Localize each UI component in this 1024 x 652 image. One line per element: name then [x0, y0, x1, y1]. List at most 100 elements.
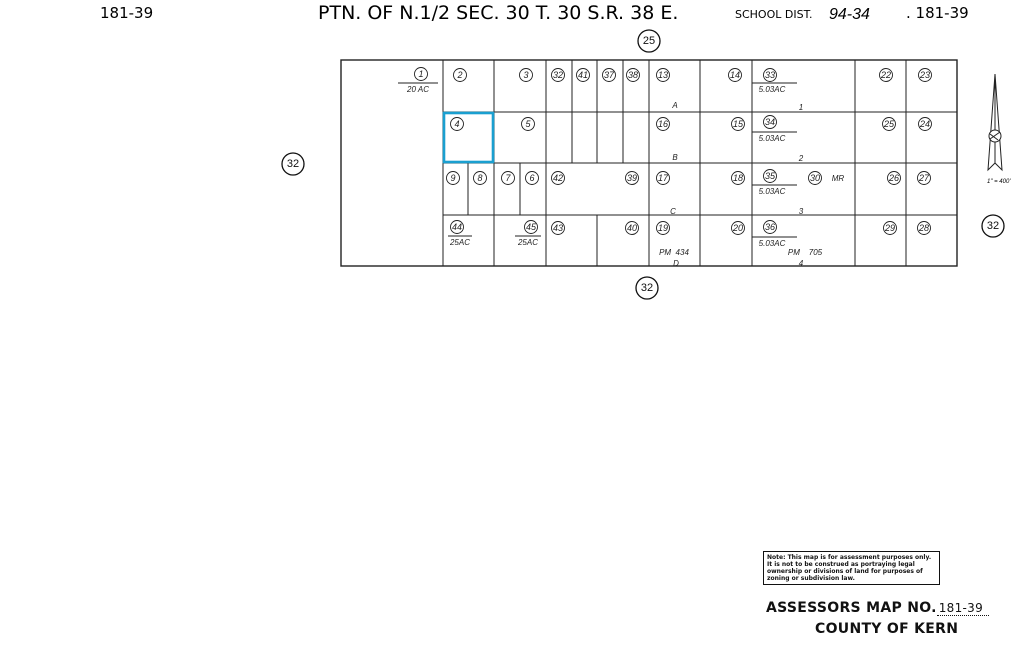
parcel-number[interactable]: 33: [765, 70, 775, 80]
parcel-number-circle: [656, 171, 670, 185]
parcel-number-circle: [917, 221, 931, 235]
parcel-number[interactable]: 26: [888, 173, 899, 183]
parcel-number[interactable]: 42: [553, 173, 563, 183]
acreage-label: 25AC: [517, 238, 538, 247]
parcel-number[interactable]: 3: [523, 70, 528, 80]
parcel-number[interactable]: 41: [578, 70, 588, 80]
parcel-number[interactable]: 28: [918, 223, 929, 233]
parcel-number-circle: [808, 171, 822, 185]
adjacent-map-east[interactable]: 32: [981, 214, 1005, 238]
parcel-number-circle: [731, 117, 745, 131]
parcel-number-circle: [453, 68, 467, 82]
parcel-number[interactable]: 39: [627, 173, 637, 183]
parcel-number[interactable]: 40: [627, 223, 637, 233]
parcel-number[interactable]: 15: [733, 119, 744, 129]
parcel-number-circle: [551, 221, 565, 235]
parcel-number[interactable]: 20: [732, 223, 743, 233]
lot-label: A: [671, 101, 677, 110]
parcel-number-circle: [576, 68, 590, 82]
parcel-map-label: PM 434: [659, 248, 689, 257]
parcel-number[interactable]: 7: [505, 173, 511, 183]
parcel-number-circle: [524, 220, 538, 234]
parcel-number-circle: [450, 220, 464, 234]
acreage-label: 25AC: [449, 238, 470, 247]
parcel-number[interactable]: 22: [880, 70, 891, 80]
disclaimer-note: Note: This map is for assessment purpose…: [763, 551, 940, 585]
parcel-number[interactable]: 38: [628, 70, 638, 80]
map-title: PTN. OF N.1/2 SEC. 30 T. 30 S.R. 38 E.: [318, 2, 678, 24]
parcel-number[interactable]: 29: [884, 223, 895, 233]
parcel-number-circle: [525, 171, 539, 185]
parcel-number[interactable]: 37: [604, 70, 615, 80]
lot-label: 1: [799, 103, 803, 112]
north-arrow-icon: [987, 73, 1003, 172]
parcel-number-circle: [626, 68, 640, 82]
parcel-number-circle: [763, 115, 777, 129]
parcel-number-circle: [551, 68, 565, 82]
lot-label: 4: [799, 259, 804, 268]
parcel-number[interactable]: 18: [733, 173, 743, 183]
parcel-number-circle: [625, 171, 639, 185]
adjacent-map-south[interactable]: 32: [635, 276, 659, 300]
parcel-map-label: PM 705: [788, 248, 823, 257]
parcel-number[interactable]: 27: [918, 173, 930, 183]
svg-text:25: 25: [643, 35, 655, 47]
parcel-grid: [340, 59, 958, 267]
parcel-number-circle: [883, 221, 897, 235]
parcel-number[interactable]: 45: [526, 222, 537, 232]
parcel-number[interactable]: 6: [529, 173, 534, 183]
parcel-number[interactable]: 2: [456, 70, 462, 80]
lot-label: 3: [799, 207, 804, 216]
parcel-number[interactable]: 5: [525, 119, 531, 129]
parcel-number-circle: [731, 221, 745, 235]
parcel-number[interactable]: 36: [765, 222, 775, 232]
parcel-number-circle: [473, 171, 487, 185]
parcel-number[interactable]: 14: [730, 70, 740, 80]
parcel-number[interactable]: 9: [450, 173, 455, 183]
parcel-number[interactable]: 34: [765, 117, 775, 127]
parcel-number[interactable]: 16: [658, 119, 668, 129]
parcel-number-circle: [728, 68, 742, 82]
county-name: COUNTY OF KERN: [815, 621, 959, 637]
parcel-number-circle: [917, 171, 931, 185]
parcel-number[interactable]: 1: [418, 69, 423, 79]
parcel-number[interactable]: 30: [810, 173, 820, 183]
selected-parcel-highlight[interactable]: [442, 111, 495, 164]
adjacent-map-north[interactable]: 25: [637, 29, 661, 53]
parcel-number[interactable]: 23: [919, 70, 930, 80]
parcel-number-circle: [763, 169, 777, 183]
parcel-number[interactable]: 25: [883, 119, 895, 129]
parcel-number-circle: [656, 68, 670, 82]
parcel-number[interactable]: 44: [452, 222, 462, 232]
parcel-number-circle: [450, 117, 464, 131]
acreage-label: 5.03AC: [759, 187, 786, 196]
parcel-number-circle: [763, 68, 777, 82]
school-district-label: SCHOOL DIST.: [735, 8, 812, 21]
parcel-number-circle: [602, 68, 616, 82]
assessors-map-number: 181-39: [936, 601, 990, 616]
parcel-number[interactable]: 43: [553, 223, 563, 233]
parcel-number-circle: [501, 171, 515, 185]
map-number-top-right: . 181-39: [906, 4, 969, 22]
scale-label: 1" = 400': [987, 179, 1011, 185]
parcel-number-circle: [656, 221, 670, 235]
parcel-number[interactable]: 24: [919, 119, 930, 129]
map-number-top-left: 181-39: [100, 4, 153, 22]
parcel-number-circle: [731, 171, 745, 185]
svg-text:32: 32: [987, 220, 999, 232]
svg-text:32: 32: [641, 282, 653, 294]
parcel-number[interactable]: 4: [454, 119, 459, 129]
parcel-number[interactable]: 32: [553, 70, 563, 80]
parcel-number-circle: [656, 117, 670, 131]
parcel-number-circle: [551, 171, 565, 185]
svg-text:32: 32: [287, 158, 299, 170]
parcel-number[interactable]: 19: [658, 223, 668, 233]
adjacent-map-west[interactable]: 32: [281, 152, 305, 176]
parcel-number[interactable]: 35: [765, 171, 776, 181]
parcel-number-circle: [879, 68, 893, 82]
parcel-number[interactable]: 13: [658, 70, 668, 80]
parcel-number[interactable]: 8: [477, 173, 482, 183]
parcel-number[interactable]: 17: [658, 173, 669, 183]
acreage-label: 5.03AC: [759, 134, 786, 143]
